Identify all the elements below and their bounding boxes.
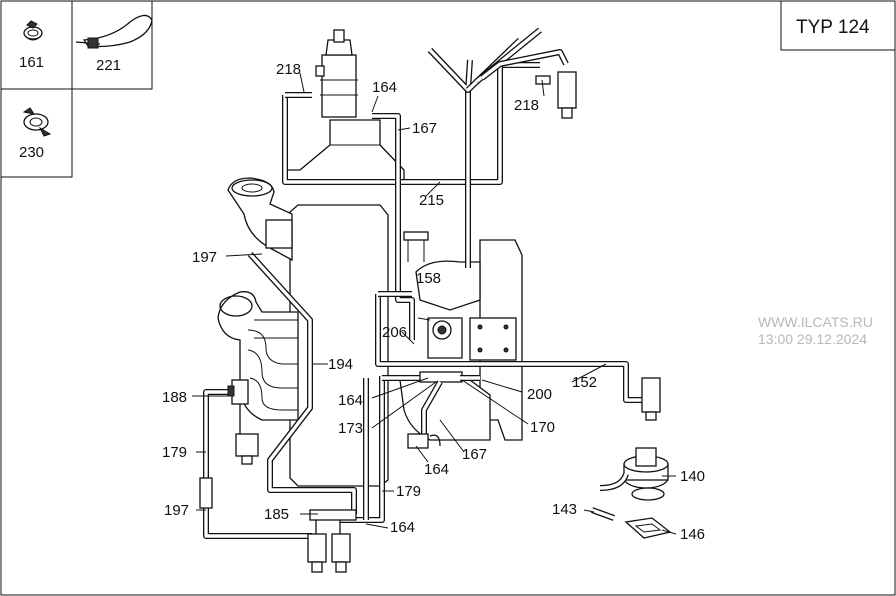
callout-164-top: 164 [372, 79, 397, 96]
legend-label-230: 230 [19, 144, 44, 161]
legend-label-161: 161 [19, 54, 44, 71]
callout-164-mid: 164 [338, 392, 363, 409]
watermark-timestamp: 13:00 29.12.2024 [758, 331, 867, 347]
callout-164-bottom: 164 [390, 519, 415, 536]
callout-167-top: 167 [412, 120, 437, 137]
cable-tie-icon [75, 14, 153, 49]
callout-215: 215 [419, 192, 444, 209]
vacuum-valve-188 [227, 379, 259, 465]
callout-143: 143 [552, 501, 577, 518]
callout-179-right: 179 [396, 483, 421, 500]
vacuum-unit-185 [307, 509, 357, 573]
throttle-assembly [399, 231, 523, 441]
engine-block [217, 29, 405, 487]
callout-197-upper: 197 [192, 249, 217, 266]
callout-194: 194 [328, 356, 353, 373]
leader-lines [192, 72, 677, 535]
callout-179-left: 179 [162, 444, 187, 461]
spring-clip-icon [22, 107, 52, 137]
diagram-title: TYP 124 [796, 17, 870, 38]
callout-152: 152 [572, 374, 597, 391]
callout-167-lower: 167 [462, 446, 487, 463]
callout-185: 185 [264, 506, 289, 523]
hose-clamp-icon [23, 20, 43, 41]
callout-197-lower: 197 [164, 502, 189, 519]
callout-188: 188 [162, 389, 187, 406]
callout-164-lower: 164 [424, 461, 449, 478]
callout-170: 170 [530, 419, 555, 436]
legend-label-221: 221 [96, 57, 121, 74]
callout-206: 206 [382, 324, 407, 341]
legend: 161 221 230 [1, 1, 153, 178]
diaphragm-unit-140 [599, 447, 669, 501]
callout-173: 173 [338, 420, 363, 437]
title-box: TYP 124 [780, 1, 895, 51]
seal-146 [624, 517, 672, 539]
vacuum-hoses [199, 27, 661, 539]
callout-140: 140 [680, 468, 705, 485]
callout-200: 200 [527, 386, 552, 403]
callout-218-right: 218 [514, 97, 539, 114]
callout-146: 146 [680, 526, 705, 543]
callout-labels: 218 164 167 215 218 197 158 206 194 152 … [162, 61, 705, 543]
watermark-site: WWW.ILCATS.RU [758, 314, 873, 330]
hose-piece-143 [590, 507, 616, 521]
callout-218-top: 218 [276, 61, 301, 78]
callout-158: 158 [416, 270, 441, 287]
